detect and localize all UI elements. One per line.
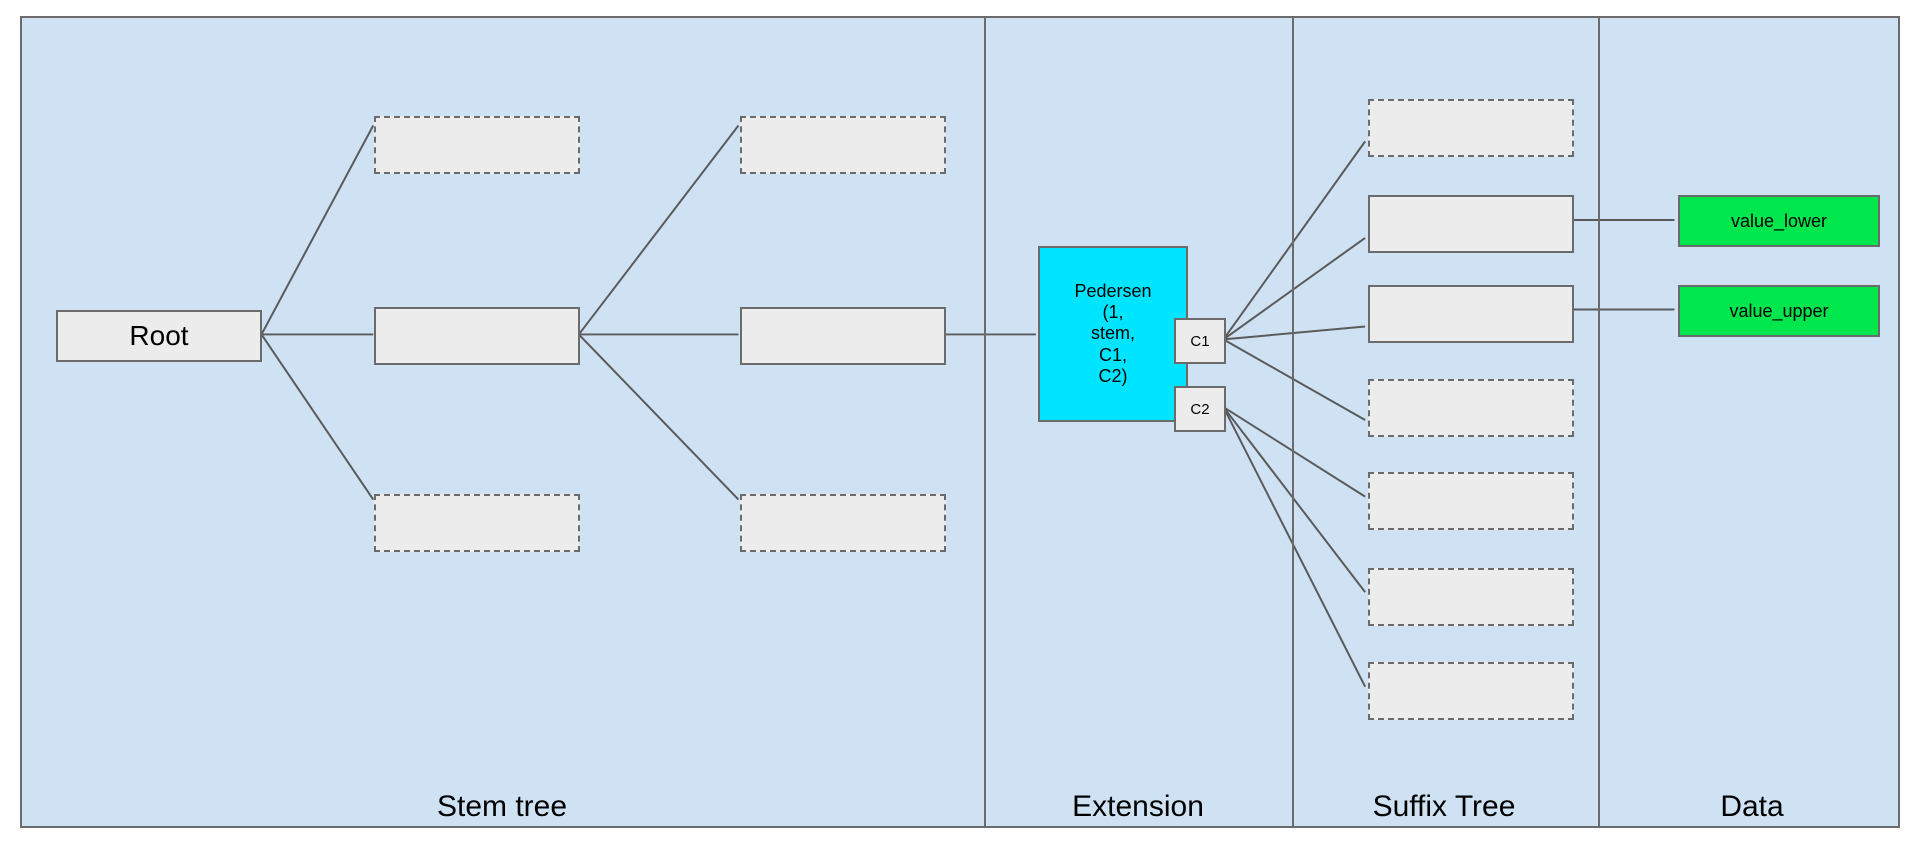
commitment-c2: C2 (1174, 386, 1226, 432)
section-label-suffix-tree: Suffix Tree (1372, 790, 1516, 823)
suffix-4 (1368, 379, 1574, 437)
pedersen-line-2: (1, (1102, 302, 1124, 323)
pedersen-line-1: Pedersen (1074, 280, 1152, 301)
suffix-3 (1368, 285, 1574, 343)
suffix-6 (1368, 568, 1574, 626)
value-upper: value_upper (1678, 285, 1880, 337)
edge-c2-suffix5 (1222, 406, 1366, 498)
pedersen-line-4: C1, (1098, 344, 1127, 365)
diagram-panel: Stem tree Extension Suffix Tree Data Root P… (20, 16, 1900, 828)
edge-c1-suffix1 (1222, 140, 1366, 340)
edge-c1-suffix3 (1223, 325, 1366, 341)
value-lower: value_lower (1678, 195, 1880, 247)
divider-extension-suffix (1292, 18, 1294, 826)
suffix-1 (1368, 99, 1574, 157)
section-label-extension: Extension (1072, 790, 1204, 823)
pedersen-line-5: C2) (1098, 365, 1128, 386)
divider-stem-extension (984, 18, 986, 826)
edge-root-bottom1 (260, 333, 375, 501)
pedersen-line-3: stem, (1090, 323, 1135, 344)
pedersen-node: Pedersen(1,stem,C1,C2) (1038, 246, 1188, 422)
edge-mid1-top2 (578, 124, 740, 336)
stem-top-1 (374, 116, 580, 174)
root: Root (56, 310, 262, 362)
edge-c2-suffix6 (1222, 406, 1366, 593)
suffix-7 (1368, 662, 1574, 720)
suffix-2 (1368, 195, 1574, 253)
divider-suffix-data (1598, 18, 1600, 826)
stem-bottom-1 (374, 494, 580, 552)
stem-mid-1 (374, 307, 580, 365)
edge-c1-suffix4 (1222, 338, 1366, 421)
edge-c1-suffix2 (1222, 237, 1366, 341)
commitment-c1: C1 (1174, 318, 1226, 364)
suffix-5 (1368, 472, 1574, 530)
stem-bottom-2 (740, 494, 946, 552)
section-label-data: Data (1720, 790, 1784, 823)
section-label-stem-tree: Stem tree (436, 790, 568, 823)
edge-root-top1 (260, 124, 375, 335)
stem-top-2 (740, 116, 946, 174)
edge-c2-suffix7 (1222, 406, 1367, 688)
edge-layer (260, 124, 1675, 688)
edge-mid1-bottom2 (578, 333, 740, 501)
stem-mid-2 (740, 307, 946, 365)
